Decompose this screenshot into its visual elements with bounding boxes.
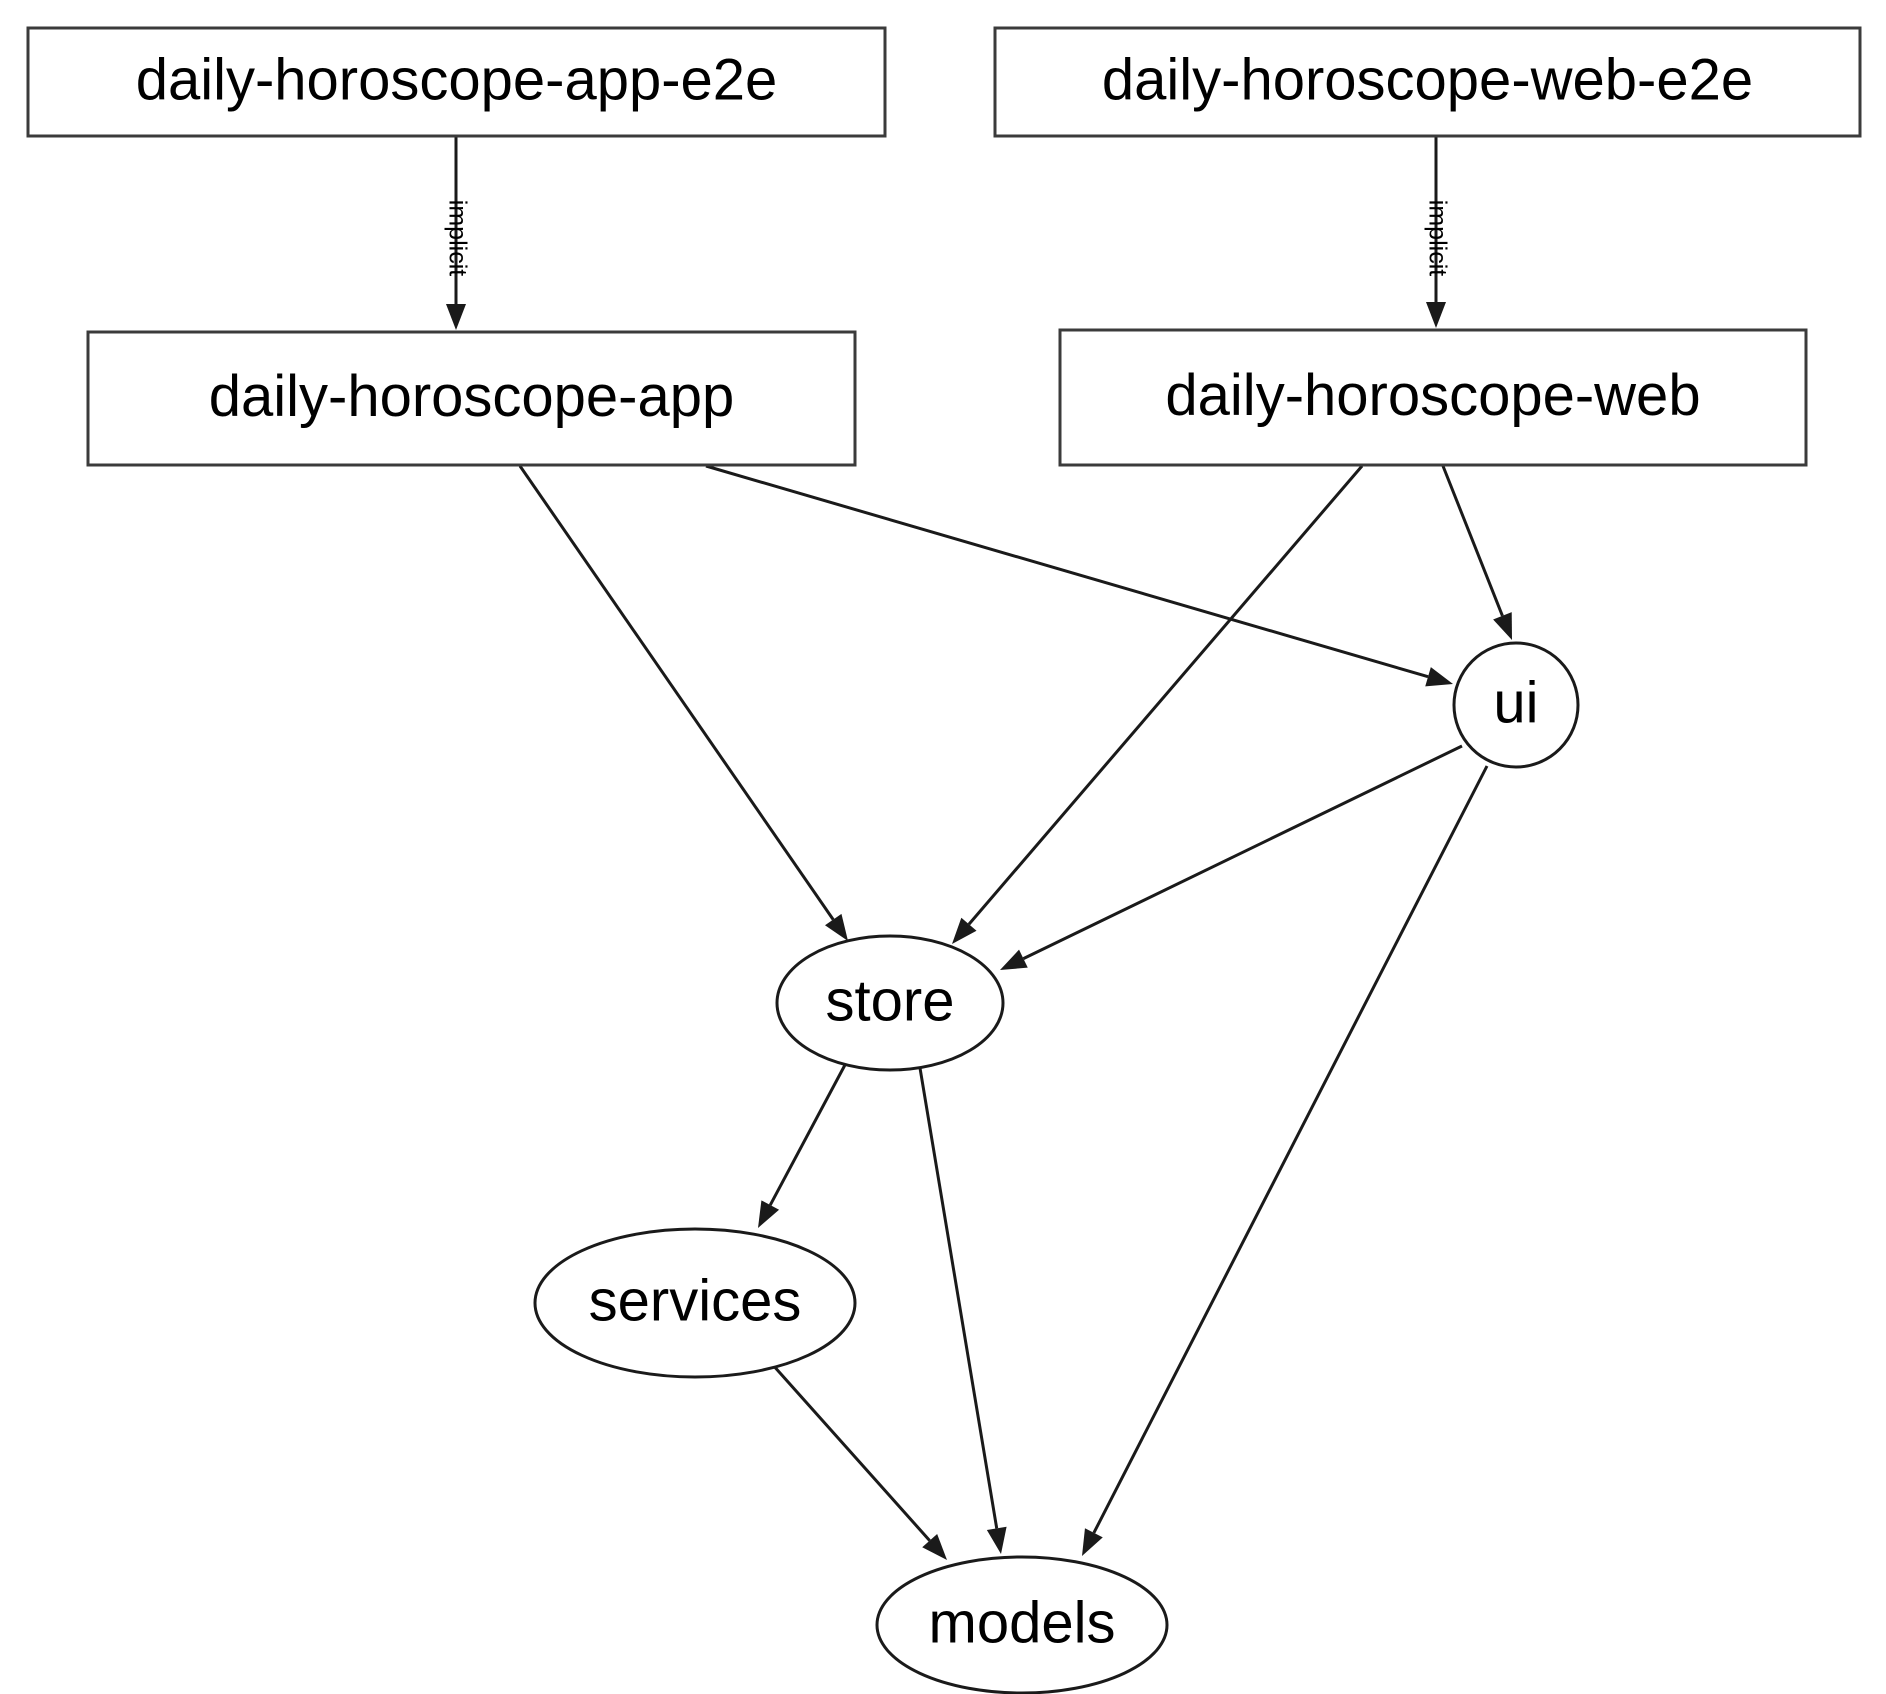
edge-daily-horoscope-web-e2e-to-daily-horoscope-web: implicit — [1423, 136, 1451, 328]
edge-daily-horoscope-web-to-ui — [1441, 465, 1512, 640]
edge-arrowhead — [922, 1533, 947, 1560]
edge-store-to-services — [758, 1062, 848, 1228]
edge-daily-horoscope-app-e2e-to-daily-horoscope-app: implicit — [443, 136, 471, 330]
node-label-store: store — [826, 968, 955, 1033]
node-ellipse-shape[interactable] — [875, 1555, 1169, 1694]
node-daily-horoscope-app-e2e[interactable]: daily-horoscope-app-e2e — [26, 26, 887, 138]
node-store[interactable]: store — [775, 934, 1005, 1072]
edge-ui-to-models — [1082, 765, 1489, 1556]
edge-arrowhead — [1425, 667, 1453, 687]
node-services[interactable]: services — [533, 1227, 857, 1379]
edge-label-daily-horoscope-web-e2e-to-daily-horoscope-web: implicit — [1423, 200, 1451, 276]
edge-arrowhead — [1493, 612, 1512, 640]
edge-services-to-models — [770, 1363, 947, 1560]
edge-arrowhead — [1082, 1528, 1103, 1556]
edge-ui-to-store — [1000, 744, 1463, 970]
edge-line — [1441, 465, 1504, 617]
edge-line — [1092, 765, 1489, 1534]
edge-arrowhead — [1426, 302, 1446, 328]
edge-daily-horoscope-web-to-store — [952, 465, 1364, 944]
node-ui[interactable]: ui — [1452, 641, 1580, 769]
edge-store-to-models — [918, 1067, 1007, 1554]
edge-line — [768, 1062, 848, 1206]
node-label-daily-horoscope-app-e2e: daily-horoscope-app-e2e — [136, 47, 778, 112]
node-box-shape[interactable] — [1058, 328, 1808, 467]
node-label-ui: ui — [1493, 670, 1538, 735]
node-daily-horoscope-app[interactable]: daily-horoscope-app — [86, 330, 857, 467]
node-ellipse-shape[interactable] — [1452, 641, 1580, 769]
node-box-shape[interactable] — [26, 26, 887, 138]
edges-layer: implicit implicit — [443, 136, 1512, 1560]
edge-arrowhead — [986, 1526, 1007, 1554]
edge-arrowhead — [824, 913, 848, 941]
node-label-daily-horoscope-web-e2e: daily-horoscope-web-e2e — [1102, 47, 1753, 112]
node-box-shape[interactable] — [993, 26, 1862, 138]
nodes-layer: daily-horoscope-app-e2e daily-horoscope-w… — [26, 26, 1862, 1694]
edge-label-daily-horoscope-app-e2e-to-daily-horoscope-app: implicit — [443, 200, 471, 276]
node-label-daily-horoscope-app: daily-horoscope-app — [209, 364, 735, 429]
edge-daily-horoscope-app-to-ui — [705, 464, 1453, 687]
node-label-services: services — [589, 1268, 802, 1333]
edge-line — [918, 1067, 999, 1529]
node-ellipse-shape[interactable] — [775, 934, 1005, 1072]
node-label-models: models — [929, 1590, 1116, 1655]
edge-line — [1022, 744, 1463, 961]
edge-arrowhead — [952, 917, 977, 944]
node-label-daily-horoscope-web: daily-horoscope-web — [1165, 363, 1700, 428]
edge-daily-horoscope-app-to-store — [518, 465, 848, 941]
node-models[interactable]: models — [875, 1555, 1169, 1694]
node-ellipse-shape[interactable] — [533, 1227, 857, 1379]
edge-line — [518, 465, 835, 921]
node-daily-horoscope-web[interactable]: daily-horoscope-web — [1058, 328, 1808, 467]
edge-arrowhead — [1000, 949, 1028, 970]
edge-line — [967, 465, 1364, 926]
edge-line — [705, 464, 1429, 679]
edge-line — [770, 1363, 931, 1542]
node-daily-horoscope-web-e2e[interactable]: daily-horoscope-web-e2e — [993, 26, 1862, 138]
edge-arrowhead — [758, 1200, 780, 1228]
edge-arrowhead — [446, 304, 466, 330]
node-box-shape[interactable] — [86, 330, 857, 467]
